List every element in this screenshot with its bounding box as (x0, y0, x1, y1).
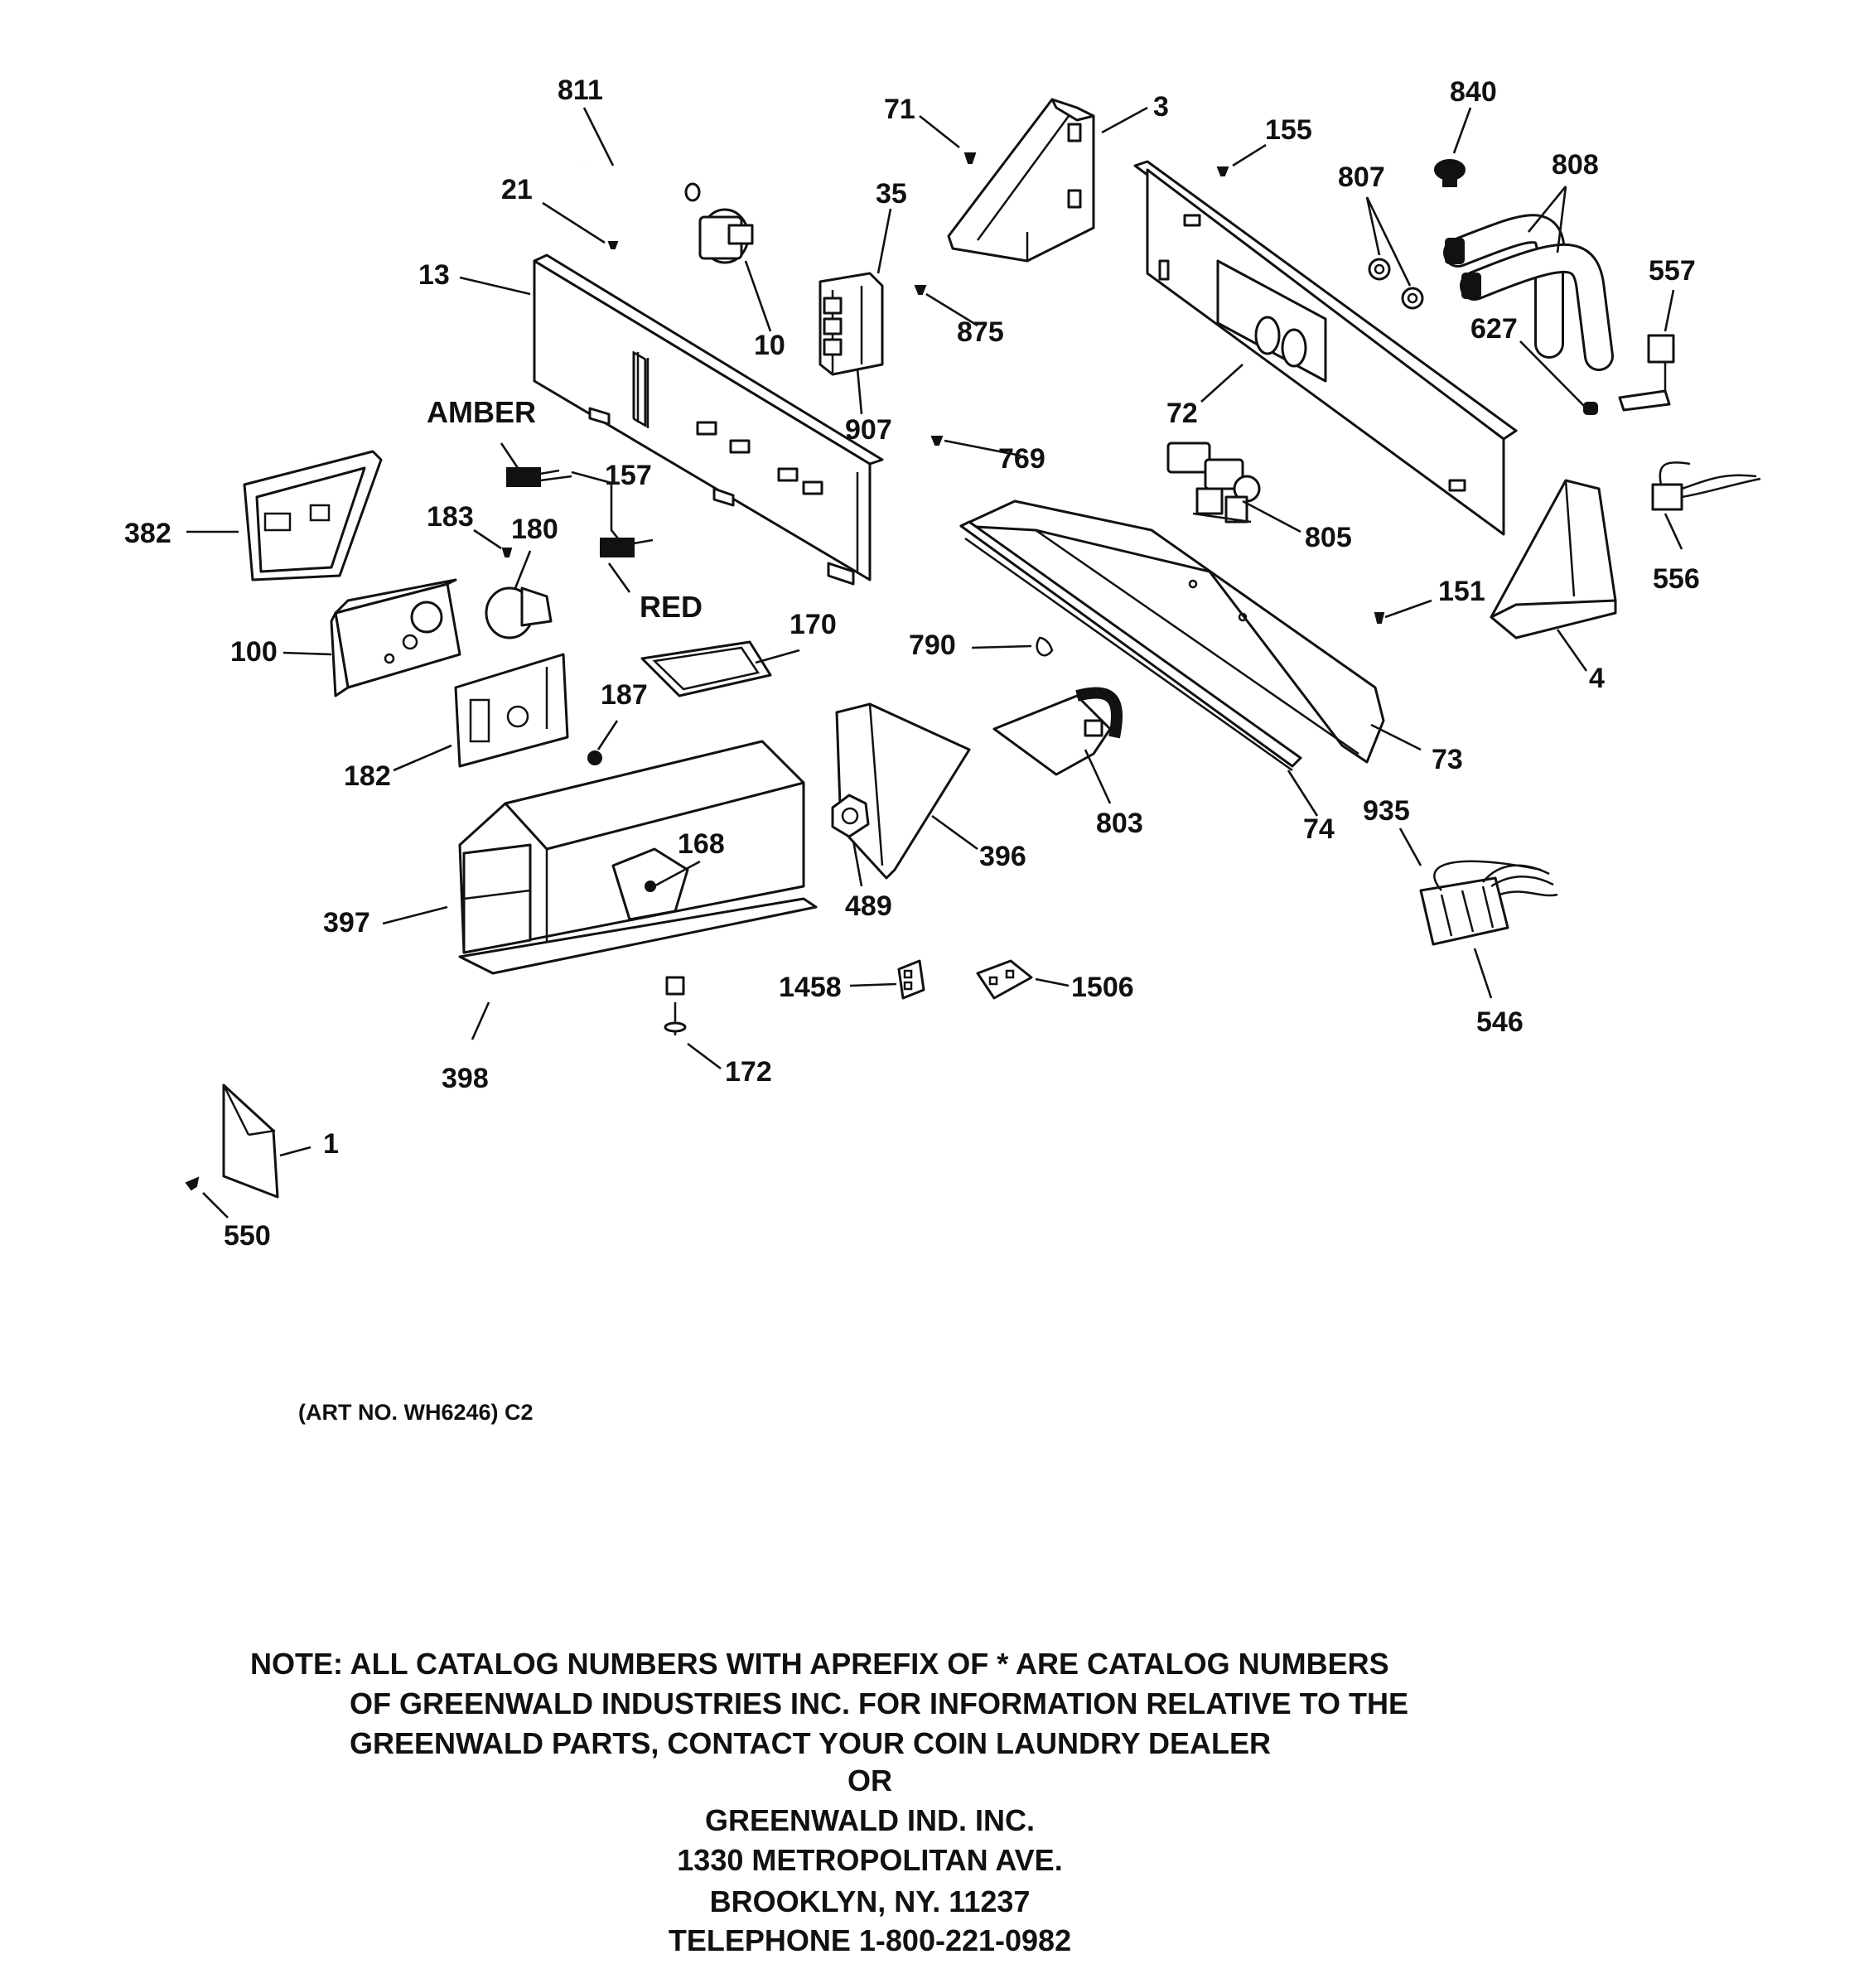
note-street: 1330 METROPOLITAN AVE. (677, 1843, 1063, 1877)
callout-398: 398 (442, 1063, 489, 1094)
callout-769: 769 (998, 443, 1045, 475)
callout-labels: 811 71 3 840 155 807 808 21 35 13 10 875… (124, 75, 1700, 1252)
part-557-sensor (1618, 334, 1675, 412)
callout-168: 168 (678, 828, 725, 860)
part-840-clip (1434, 159, 1466, 187)
callout-907: 907 (845, 414, 892, 446)
part-35-switch-block (819, 272, 884, 376)
part-546-harness (1419, 860, 1558, 946)
callout-151: 151 (1438, 576, 1485, 607)
part-1506-connector (976, 959, 1033, 1000)
note-line-3: GREENWALD PARTS, CONTACT YOUR COIN LAUND… (350, 1726, 1272, 1760)
callout-935: 935 (1363, 795, 1410, 827)
callout-396: 396 (979, 841, 1026, 872)
part-157-red-light (600, 538, 654, 557)
callout-4: 4 (1589, 663, 1605, 694)
part-10-switch (698, 208, 754, 264)
part-187-screw (587, 750, 602, 765)
part-73-rail (959, 499, 1385, 764)
part-803-bracket (992, 687, 1123, 776)
callout-808: 808 (1552, 149, 1599, 181)
callout-21: 21 (501, 174, 533, 205)
part-396-shield (835, 702, 971, 880)
label-amber: AMBER (427, 395, 536, 429)
part-807-washer (1368, 258, 1391, 281)
part-627 (1583, 402, 1598, 415)
callout-790: 790 (909, 630, 956, 661)
callout-35: 35 (876, 178, 907, 210)
part-180-thermostat (485, 586, 553, 639)
small-screws (185, 152, 1385, 1191)
part-1458-connector (897, 959, 925, 1000)
callout-1: 1 (323, 1128, 339, 1160)
callout-382: 382 (124, 518, 171, 549)
note-line-2: OF GREENWALD INDUSTRIES INC. FOR INFORMA… (350, 1686, 1408, 1720)
note-city: BROOKLYN, NY. 11237 (709, 1884, 1031, 1918)
callout-550: 550 (224, 1220, 271, 1252)
leader-lines (186, 106, 1683, 1218)
part-805-valve (1166, 442, 1261, 524)
callout-13: 13 (418, 259, 450, 291)
part-556-switch (1651, 461, 1761, 511)
part-790-clip (1036, 636, 1054, 657)
callout-172: 172 (725, 1056, 772, 1088)
callout-840: 840 (1450, 76, 1497, 108)
callout-807: 807 (1338, 162, 1385, 193)
part-182-plate (454, 653, 569, 768)
callout-557: 557 (1649, 255, 1696, 287)
callout-1458: 1458 (779, 972, 842, 1003)
label-red: RED (640, 590, 703, 624)
callout-180: 180 (511, 514, 558, 545)
part-172-foot (664, 976, 687, 1035)
part-13-control-panel (533, 253, 884, 586)
callout-805: 805 (1305, 522, 1352, 553)
part-382-window (243, 450, 383, 581)
callout-157: 157 (605, 460, 652, 491)
callout-183: 183 (427, 501, 474, 533)
callout-72: 72 (1166, 398, 1198, 429)
callout-556: 556 (1653, 563, 1700, 595)
part-4-bracket (1490, 479, 1617, 639)
callout-546: 546 (1476, 1006, 1524, 1038)
part-3-bracket (947, 98, 1095, 263)
part-397-housing (458, 740, 805, 954)
callout-155: 155 (1265, 114, 1312, 146)
note-telephone: TELEPHONE 1-800-221-0982 (668, 1923, 1072, 1957)
callout-3: 3 (1153, 91, 1169, 123)
callout-1506: 1506 (1071, 972, 1134, 1003)
callout-71: 71 (884, 94, 915, 125)
part-170-gasket (640, 640, 772, 697)
part-74-strip (959, 520, 1302, 772)
note-company: GREENWALD IND. INC. (704, 1803, 1035, 1837)
callout-10: 10 (754, 330, 785, 361)
callout-803: 803 (1096, 808, 1143, 839)
part-100-timer (330, 578, 461, 697)
callout-170: 170 (790, 609, 837, 640)
part-157-amber-light (506, 467, 560, 487)
callout-627: 627 (1470, 313, 1518, 345)
callout-73: 73 (1432, 744, 1463, 775)
part-489-nut (831, 794, 870, 838)
part-1-envelope (222, 1083, 279, 1199)
note-line-1: NOTE: ALL CATALOG NUMBERS WITH APREFIX O… (250, 1647, 1389, 1681)
callout-74: 74 (1303, 813, 1335, 845)
callout-182: 182 (344, 760, 391, 792)
part-398-base (458, 897, 818, 975)
note-block: NOTE: ALL CATALOG NUMBERS WITH APREFIX O… (0, 1644, 1864, 1764)
callout-100: 100 (230, 636, 278, 668)
callout-187: 187 (601, 679, 648, 711)
part-72-backsplash (1133, 160, 1518, 536)
callout-875: 875 (957, 316, 1004, 348)
part-808-hoses (1443, 214, 1614, 371)
callout-397: 397 (323, 907, 370, 939)
art-number: (ART NO. WH6246) C2 (298, 1400, 534, 1425)
callout-811: 811 (558, 75, 603, 106)
note-line-or: OR (847, 1764, 892, 1797)
callout-489: 489 (845, 890, 892, 922)
